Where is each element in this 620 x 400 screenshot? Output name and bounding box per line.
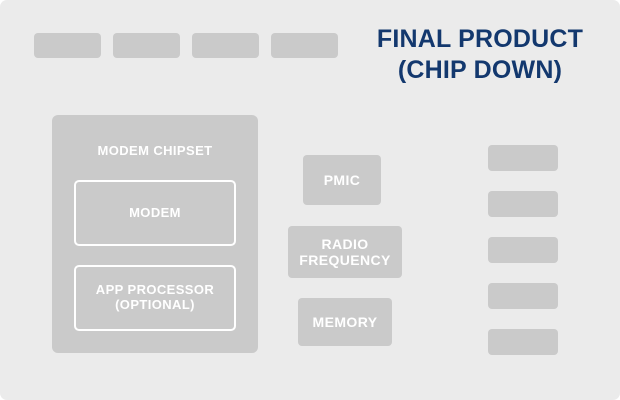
- app-processor-label-line2: (OPTIONAL): [115, 297, 195, 312]
- app-processor-block-label: APP PROCESSOR (OPTIONAL): [95, 282, 215, 313]
- diagram-title: FINAL PRODUCT (CHIP DOWN): [352, 24, 608, 87]
- top-component-block-1: [34, 33, 101, 58]
- modem-block: MODEM: [74, 180, 236, 246]
- pmic-block-label: PMIC: [323, 171, 361, 188]
- app-processor-block: APP PROCESSOR (OPTIONAL): [74, 265, 236, 331]
- pmic-block: PMIC: [303, 155, 381, 205]
- modem-chipset-label: MODEM CHIPSET: [97, 143, 213, 158]
- app-processor-label-line1: APP PROCESSOR: [95, 282, 215, 298]
- right-component-block-1: [488, 145, 558, 171]
- right-component-block-3: [488, 237, 558, 263]
- diagram-title-line2: (CHIP DOWN): [397, 56, 563, 85]
- radio-frequency-block: RADIO FREQUENCY: [288, 226, 402, 278]
- modem-block-label: MODEM: [129, 204, 181, 220]
- diagram-title-line1: FINAL PRODUCT: [376, 25, 584, 53]
- memory-block: MEMORY: [298, 298, 392, 346]
- right-component-block-5: [488, 329, 558, 355]
- top-component-row: [34, 33, 338, 58]
- radio-frequency-label-line2: FREQUENCY: [299, 252, 391, 268]
- modem-chipset-block: MODEM CHIPSET MODEM APP PROCESSOR (OPTIO…: [52, 115, 258, 353]
- right-component-column: [488, 145, 558, 355]
- radio-frequency-label-line1: RADIO: [321, 235, 369, 252]
- memory-block-label: MEMORY: [312, 313, 378, 330]
- radio-frequency-block-label: RADIO FREQUENCY: [288, 236, 402, 268]
- right-component-block-2: [488, 191, 558, 217]
- top-component-block-4: [271, 33, 338, 58]
- right-component-block-4: [488, 283, 558, 309]
- top-component-block-2: [113, 33, 180, 58]
- top-component-block-3: [192, 33, 259, 58]
